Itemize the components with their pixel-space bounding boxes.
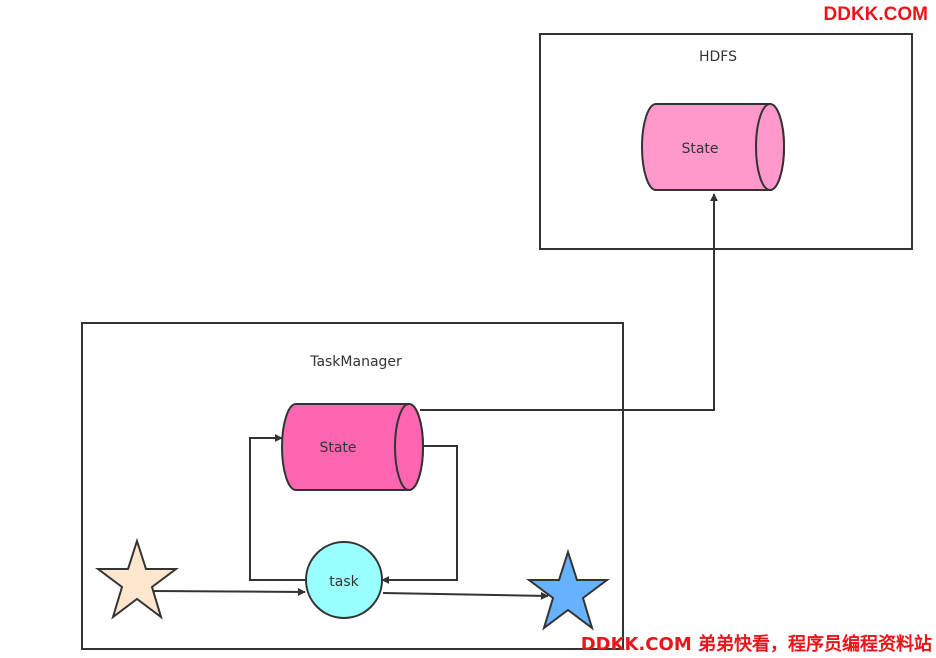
task-node: task	[305, 541, 383, 619]
watermark-top: DDKK.COM	[823, 4, 929, 25]
hdfs-title: HDFS	[699, 49, 737, 65]
hdfs-state-label: State	[681, 141, 718, 157]
task-to-sink-arrow	[382, 591, 549, 600]
sink-star-icon	[526, 548, 610, 631]
taskmanager-state-label: State	[319, 440, 356, 456]
checkpoint-arrow	[420, 193, 718, 411]
taskmanager-title: TaskManager	[309, 354, 402, 370]
source-to-task-arrow	[151, 587, 306, 596]
watermark-bottom: DDKK.COM 弟弟快看，程序员编程资料站	[580, 634, 932, 655]
source-star-icon	[95, 537, 179, 620]
taskmanager-state-cylinder: State	[281, 403, 424, 491]
hdfs-state-cylinder: State	[641, 103, 785, 191]
task-to-state-arrow	[249, 434, 305, 581]
task-label: task	[329, 574, 359, 590]
state-to-task-arrow	[381, 445, 458, 584]
